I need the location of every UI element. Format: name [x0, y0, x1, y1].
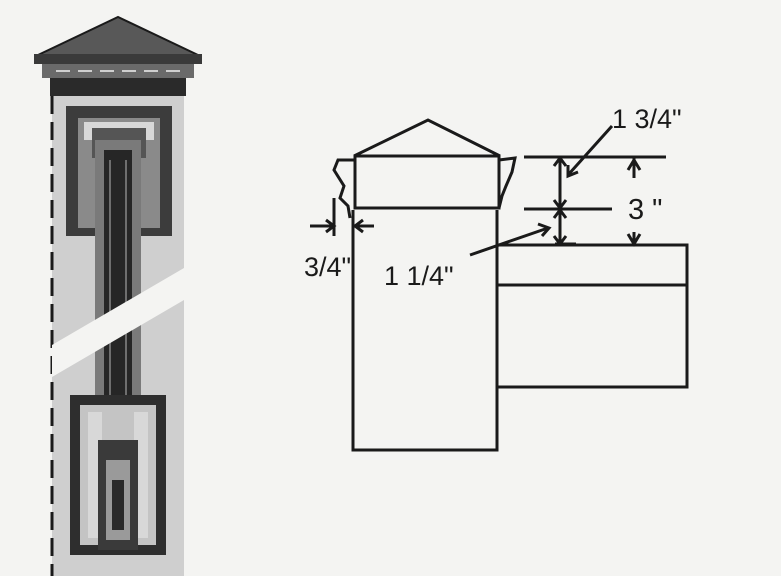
overhang-arrow-left — [325, 218, 337, 234]
cap-section-drawing — [310, 118, 689, 452]
dim-arrow-mid-up — [552, 207, 568, 219]
post-cap-collar — [50, 78, 186, 96]
label-total-height: 3 " — [628, 194, 662, 226]
cap-trim-profile-right — [497, 156, 517, 209]
dim-arrow-bottom — [552, 235, 568, 247]
label-cap-height: 1 3/4" — [612, 104, 682, 134]
dim-3in-arrow-top — [626, 157, 642, 171]
post-section-body — [351, 210, 499, 452]
post-break-band — [52, 268, 184, 377]
cap-box — [353, 154, 501, 210]
post-illustration — [34, 15, 202, 576]
leader-cap-height-arrow — [566, 165, 579, 179]
leader-trim-height-arrow — [537, 222, 552, 237]
label-overhang: 3/4" — [304, 252, 351, 282]
cap-gable — [353, 118, 501, 158]
leader-trim-height — [469, 226, 549, 257]
post-cap-roof — [37, 15, 199, 56]
overhang-arrow-right — [352, 218, 364, 234]
post-cap-band — [42, 64, 194, 78]
dim-3in-arrow-bottom — [626, 233, 642, 247]
label-trim-height: 1 1/4" — [384, 261, 454, 291]
dim-arrow-top — [552, 155, 568, 167]
rail-box — [495, 243, 689, 389]
post-cap-edge — [34, 54, 202, 64]
cap-trim-profile-left — [332, 158, 355, 219]
post-lower-slot — [112, 480, 124, 530]
leader-cap-height — [566, 124, 614, 177]
